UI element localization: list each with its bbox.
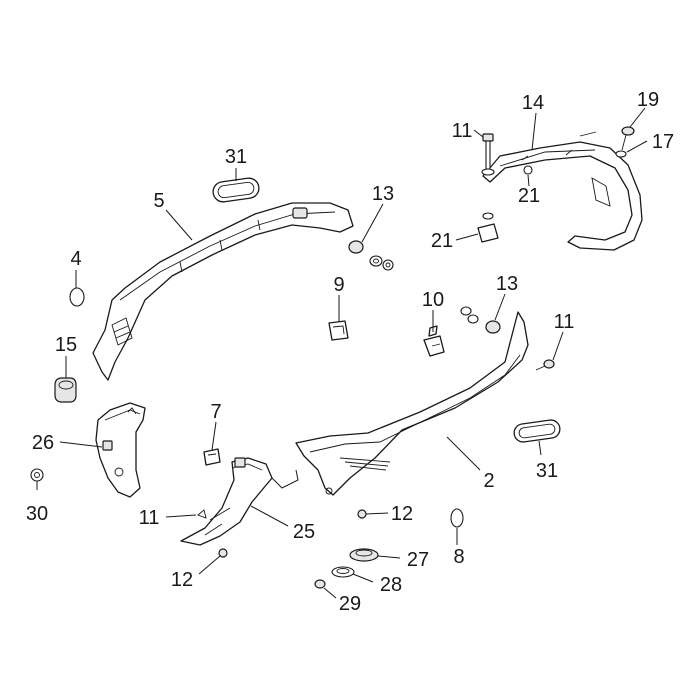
label-25: 25: [293, 521, 315, 543]
label-21-lower: 21: [431, 230, 453, 252]
callout-labels: 31 5 13 4 15 26 30 9 10 13 11 2 31 7 11 …: [26, 89, 674, 615]
label-12-center: 12: [391, 503, 413, 525]
part-11-21-handle-bolts: [477, 131, 597, 243]
label-8: 8: [453, 546, 464, 568]
part-27-28-29-grommet-set: [314, 548, 379, 589]
label-19: 19: [637, 89, 659, 111]
part-14-grab-handle: [482, 141, 643, 251]
label-31-upper: 31: [225, 146, 247, 168]
part-25-lower-bracket: [180, 457, 273, 546]
connection-line: [271, 469, 299, 489]
label-12-lower-left: 12: [171, 569, 193, 591]
label-4: 4: [70, 248, 81, 270]
leader-lines: [36, 107, 648, 599]
part-13-fasteners-upper: [348, 240, 394, 271]
part-4-o-ring: [69, 287, 85, 307]
label-28: 28: [380, 574, 402, 596]
label-29: 29: [339, 593, 361, 615]
part-13-fasteners-lower: [460, 306, 501, 334]
label-31-lower: 31: [536, 460, 558, 482]
label-26: 26: [32, 432, 54, 454]
label-15: 15: [55, 334, 77, 356]
part-17-19-screws: [615, 126, 635, 158]
label-7: 7: [210, 401, 221, 423]
label-2: 2: [483, 470, 494, 492]
part-31-reflector-upper: [212, 177, 260, 203]
label-14: 14: [522, 92, 544, 114]
label-21-upper: 21: [518, 185, 540, 207]
label-27: 27: [407, 549, 429, 571]
label-17: 17: [652, 131, 674, 153]
part-15-grommet: [54, 377, 77, 403]
part-5-upper-side-panel: [92, 202, 354, 381]
part-11-screw-lower-left: [197, 509, 207, 519]
label-13-lower: 13: [496, 273, 518, 295]
part-31-reflector-lower: [513, 419, 561, 443]
part-10-plug: [423, 325, 445, 357]
part-26-inner-panel: [95, 402, 146, 498]
part-2-lower-side-panel: [295, 311, 529, 496]
part-9-clip: [328, 320, 349, 341]
label-30: 30: [26, 503, 48, 525]
part-11-screw-right: [535, 359, 555, 371]
label-11-lower-left: 11: [139, 507, 160, 529]
label-10: 10: [422, 289, 444, 311]
part-12-screws: [218, 509, 367, 558]
label-5: 5: [153, 190, 164, 212]
label-11-right: 11: [554, 311, 575, 333]
label-9: 9: [333, 274, 344, 296]
part-8-o-ring: [450, 508, 464, 528]
label-13-upper: 13: [372, 183, 394, 205]
part-7-clip: [203, 448, 221, 466]
part-30-nut: [30, 468, 44, 482]
label-11-handle: 11: [452, 120, 473, 142]
